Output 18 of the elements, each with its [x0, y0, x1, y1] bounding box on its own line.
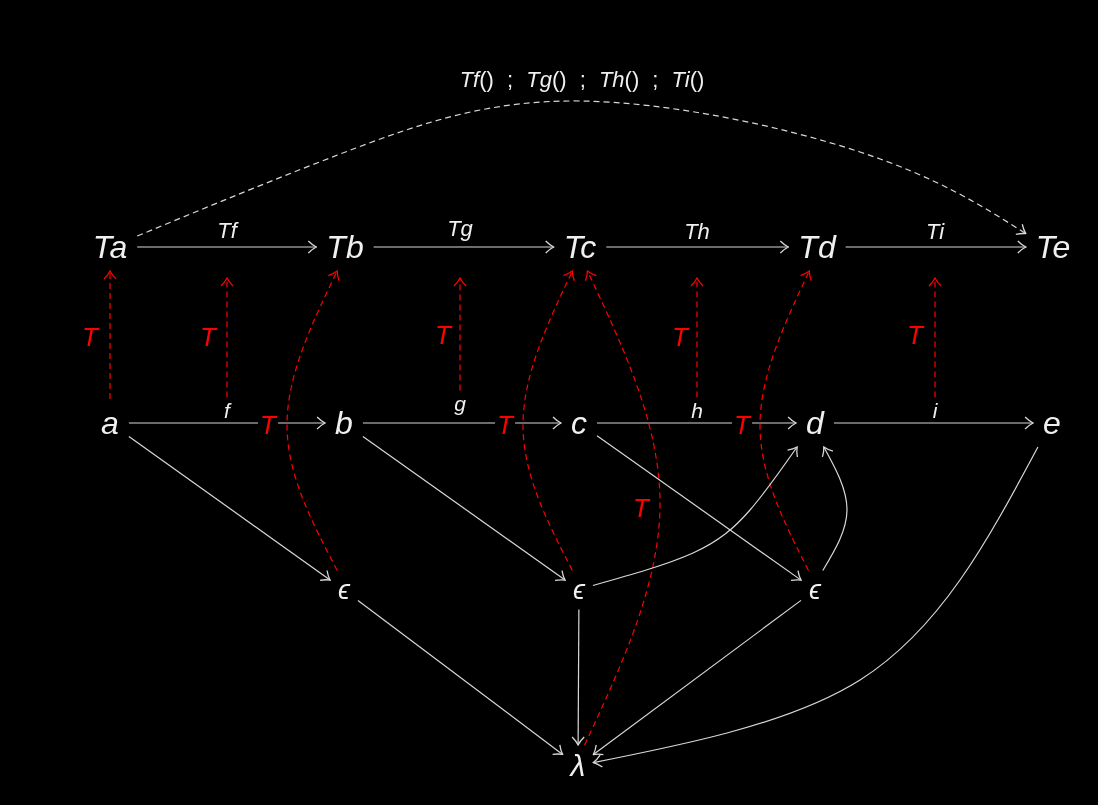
object-label: Ta: [82, 223, 138, 271]
morphism-label: g: [450, 390, 470, 416]
object-label: d: [796, 399, 834, 447]
object-label: Td: [788, 223, 846, 271]
object-label: ϵ: [330, 570, 358, 610]
object-label: a: [91, 399, 129, 447]
object-label: Te: [1025, 223, 1081, 271]
morphism-label: f: [220, 397, 234, 423]
morphism-label: h: [687, 397, 707, 423]
object-label: Tc: [553, 223, 607, 271]
object-label: λ: [562, 745, 594, 787]
object-label: e: [1033, 399, 1071, 447]
object-label: ϵ: [801, 570, 829, 610]
object-label: c: [561, 399, 597, 447]
object-label: Tb: [316, 223, 374, 271]
object-label: ϵ: [565, 570, 593, 610]
morphism-label: i: [928, 397, 942, 423]
object-label: b: [325, 399, 363, 447]
